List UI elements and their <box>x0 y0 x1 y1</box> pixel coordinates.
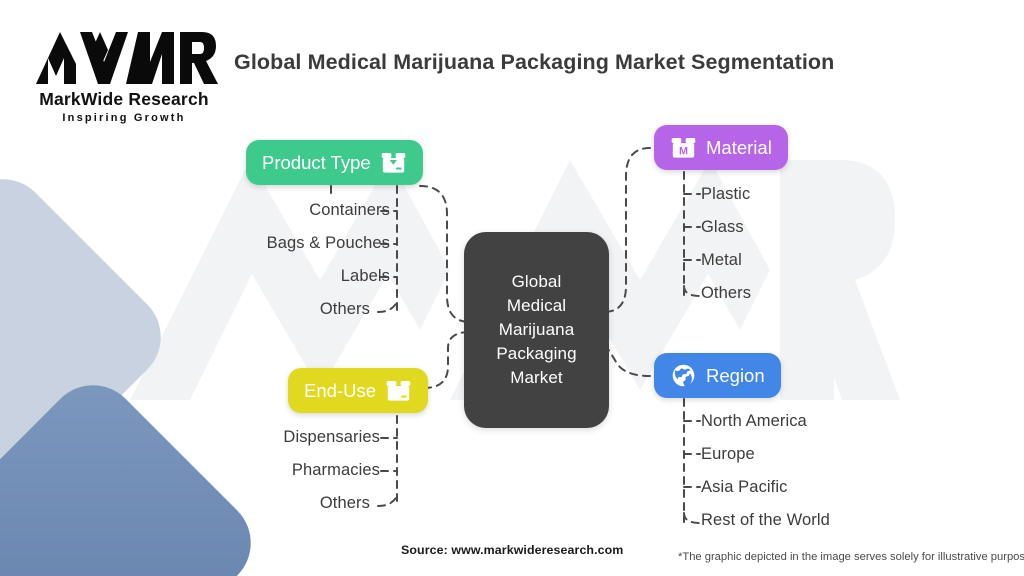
package-box-icon <box>385 377 412 404</box>
branch-label-product-type: Product Type <box>262 151 371 173</box>
disclaimer-text: *The graphic depicted in the image serve… <box>678 551 1024 563</box>
leaf-product-type-2: Labels <box>340 267 390 285</box>
leaf-product-type-0: Containers <box>309 201 390 219</box>
center-line-3: Packaging <box>496 344 577 364</box>
center-line-4: Market <box>510 368 563 388</box>
package-box-icon <box>380 149 407 176</box>
connector-product-to-center <box>419 185 471 323</box>
leaf-end-use-0: Dispensaries <box>283 428 380 446</box>
branch-pill-end-use[interactable]: End-Use <box>288 368 428 413</box>
connector-material-item-3 <box>683 285 701 297</box>
connector-enduse-to-center <box>423 331 471 389</box>
leaf-material-1: Glass <box>701 218 744 236</box>
leaf-product-type-1: Bags & Pouches <box>266 234 390 252</box>
center-node: Global Medical Marijuana Packaging Marke… <box>464 232 609 428</box>
branch-pill-product-type[interactable]: Product Type <box>246 140 423 185</box>
branch-label-material: Material <box>706 136 772 158</box>
center-line-1: Medical <box>506 295 567 315</box>
source-text: Source: www.markwideresearch.com <box>401 543 624 557</box>
branch-label-region: Region <box>706 364 765 386</box>
leaf-end-use-2: Others <box>319 494 370 512</box>
globe-icon <box>670 362 697 389</box>
connector-product-item-3 <box>377 301 398 313</box>
center-line-0: Global <box>511 271 562 291</box>
connector-region-to-center <box>603 343 651 377</box>
center-line-2: Marijuana <box>498 319 575 339</box>
brand-logo: MarkWide Research Inspiring Growth <box>30 28 230 128</box>
connector-material-to-center <box>603 147 651 313</box>
package-box-m-icon: M <box>670 134 697 161</box>
leaf-product-type-3: Others <box>319 300 370 318</box>
mwr-monogram-icon <box>36 32 218 84</box>
leaf-region-1: Europe <box>701 445 755 463</box>
connector-region-item-3 <box>683 512 701 524</box>
leaf-end-use-1: Pharmacies <box>291 461 380 479</box>
connector-enduse-item-2 <box>377 495 398 507</box>
branch-label-end-use: End-Use <box>304 379 376 401</box>
leaf-region-3: Rest of the World <box>701 511 830 529</box>
leaf-material-2: Metal <box>701 251 742 269</box>
leaf-material-3: Others <box>701 284 752 302</box>
leaf-region-2: Asia Pacific <box>701 478 788 496</box>
logo-company-name: MarkWide Research <box>39 89 209 109</box>
logo-tagline: Inspiring Growth <box>62 112 186 124</box>
page-title: Global Medical Marijuana Packaging Marke… <box>234 50 835 74</box>
leaf-region-0: North America <box>701 412 807 430</box>
center-node-label: Global Medical Marijuana Packaging Marke… <box>496 270 576 391</box>
leaf-material-0: Plastic <box>701 185 751 203</box>
branch-pill-material[interactable]: M Material <box>654 125 788 170</box>
svg-text:M: M <box>679 145 688 157</box>
branch-pill-region[interactable]: Region <box>654 353 781 398</box>
